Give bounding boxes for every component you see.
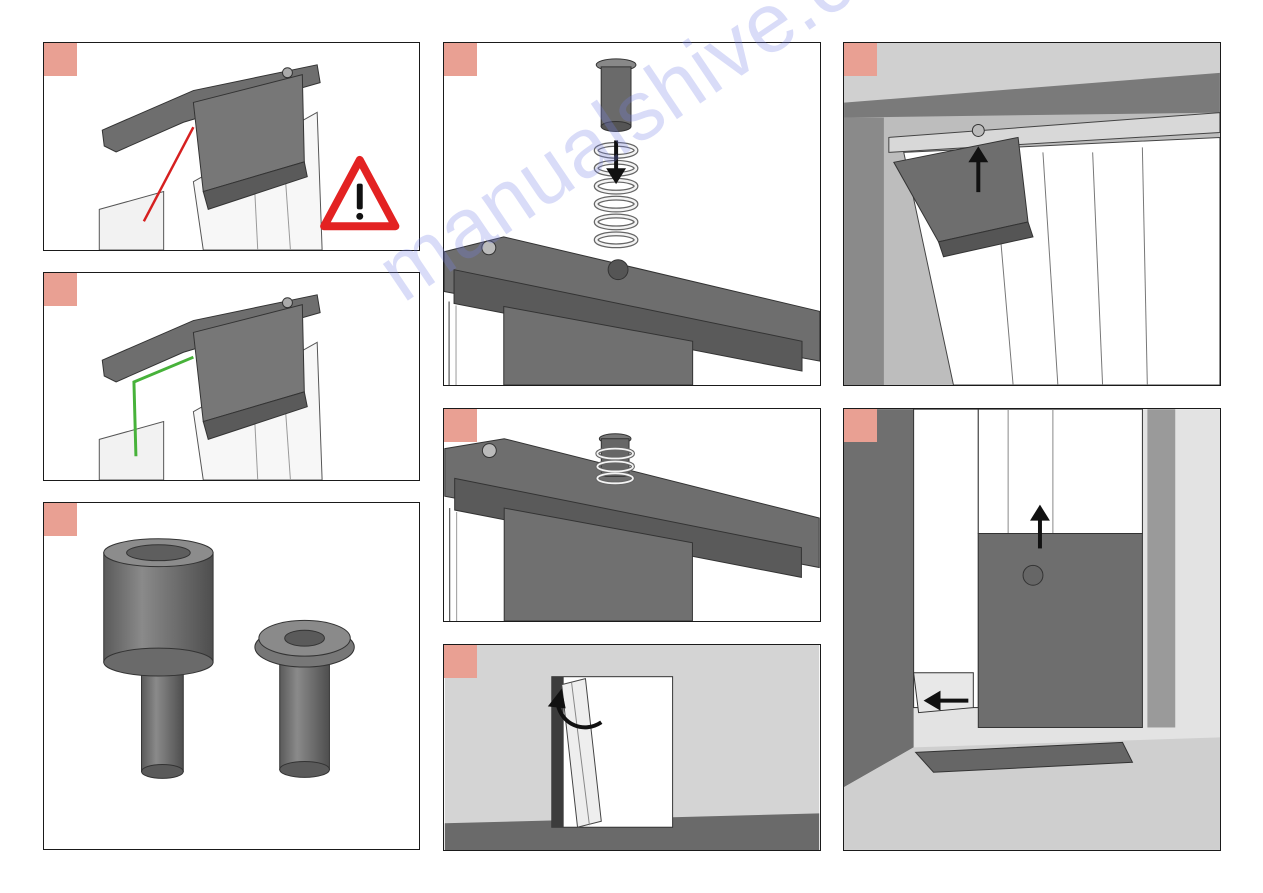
door-tilt-illustration [444,645,820,850]
step-panel-1 [43,42,420,251]
floor-guide-illustration [844,409,1220,850]
step-badge [444,43,477,76]
step-badge [844,409,877,442]
step-panel-3 [43,502,420,850]
wrong-line [144,127,194,221]
step-panel-8 [843,408,1221,851]
large-bushing [104,539,213,779]
step-panel-5 [443,408,821,622]
step-badge [844,43,877,76]
small-bushing [255,620,354,777]
carrier-correct-illustration [44,273,419,480]
track-mount-illustration [844,43,1220,385]
step-panel-6 [443,644,821,851]
step-badge [44,273,77,306]
step-panel-2 [43,272,420,481]
spring-insert-illustration [444,43,820,385]
step-badge [444,645,477,678]
step-panel-4 [443,42,821,386]
step-badge [44,43,77,76]
spring-seated-illustration [444,409,820,621]
warning-triangle-icon [324,160,395,226]
step-badge [44,503,77,536]
step-panel-7 [843,42,1221,386]
bushing-pair-illustration [44,503,419,849]
step-badge [444,409,477,442]
carrier-wrong-illustration [44,43,419,250]
